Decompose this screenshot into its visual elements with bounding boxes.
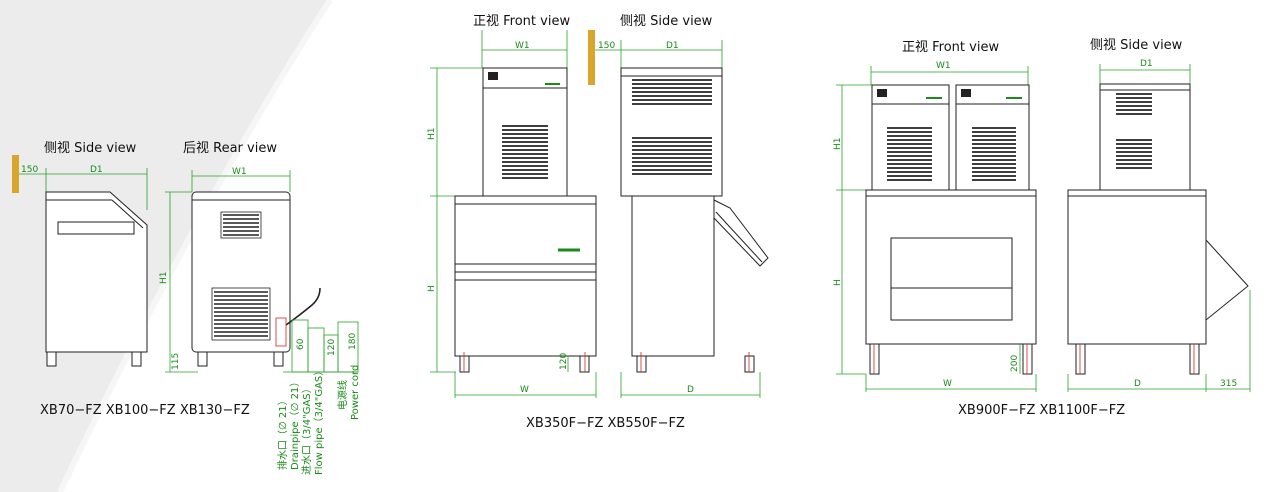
drain-cn-label: 排水口（∅ 21） [276, 395, 289, 470]
g2-120-dim: 120 [559, 353, 569, 370]
g2-w-dim: W [520, 385, 529, 395]
power-en-label: Power cord [350, 365, 361, 420]
group3-models: XB900F−FZ XB1100F−FZ [958, 403, 1125, 418]
front-top-unit-left [871, 84, 950, 191]
g3-w-dim: W [943, 379, 952, 389]
g2-d-dim: D [687, 385, 694, 395]
front-view-label-2: 正视 Front view [473, 14, 570, 29]
side-bin-leg-left [636, 355, 647, 373]
power-cord [285, 287, 321, 326]
g3-h1-dim: H1 [833, 138, 843, 151]
side-view-label-1: 侧视 Side view [44, 141, 137, 156]
side-leg-right [131, 351, 142, 367]
rear-leg-left [197, 351, 208, 367]
control-panel-icon-left [877, 89, 887, 97]
side-storage-bin [631, 195, 715, 357]
pipe-connectors [275, 317, 287, 347]
g2-h-dim: H [427, 285, 437, 292]
front-view-label-3: 正视 Front view [902, 40, 999, 55]
group1-small-models: 侧视 Side view 后视 Rear view 150 D1 W1 [12, 141, 361, 475]
group3-large-models: 正视 Front view 侧视 Side view W1 D1 H1 H [833, 38, 1251, 418]
side-unit-panel [57, 221, 135, 235]
large-side-top-unit [1099, 83, 1191, 191]
rear-leg-right [273, 351, 284, 367]
g1-60-dim: 60 [296, 338, 306, 350]
large-side-bin-door [1205, 238, 1249, 322]
group1-models: XB70−FZ XB100−FZ XB130−FZ [40, 403, 250, 418]
front-leg-right [579, 355, 590, 373]
side-top-vent-2 [632, 137, 712, 175]
side-view-label-2: 侧视 Side view [620, 14, 713, 29]
g3-w1-dim: W1 [936, 61, 951, 71]
wall-hatch-2 [588, 30, 595, 85]
side-view-label-3: 侧视 Side view [1090, 38, 1183, 53]
g2-wall-dim: 150 [598, 41, 615, 51]
side-leg-left [46, 351, 57, 367]
group2-medium-models: 正视 Front view 侧视 Side view W1 150 D1 H1 … [427, 14, 769, 431]
g3-h-dim: H [833, 279, 843, 286]
front-storage-bin [454, 195, 597, 357]
group2-models: XB350F−FZ XB550F−FZ [526, 416, 685, 431]
large-side-leg-right [1189, 343, 1200, 375]
front-large-bin-door [890, 237, 1013, 321]
front-leg-left [459, 355, 470, 373]
rear-view-label: 后视 Rear view [183, 141, 277, 156]
g1-wall-dim: 150 [21, 165, 38, 175]
g2-h1-dim: H1 [427, 128, 437, 141]
g1-180-dim: 180 [348, 333, 358, 350]
front-top-unit [482, 67, 568, 197]
g3-d-dim: D [1134, 379, 1141, 389]
power-cn-label: 电源线 [336, 380, 349, 410]
flow-en-label: Flow pipe（3/4"GAS） [313, 366, 325, 475]
g3-315-dim: 315 [1220, 379, 1237, 389]
front-top-vent [502, 125, 548, 179]
drain-en-label: Drainpipe（∅ 21） [289, 377, 301, 470]
control-panel-icon-right [961, 89, 971, 97]
flow-cn-label: 进水口（3/4"GAS） [301, 383, 313, 475]
rear-vent-top [220, 211, 262, 239]
pipe-dim-boxes [283, 319, 359, 373]
side-bin-leg-right [744, 355, 755, 373]
large-side-vent-2 [1116, 139, 1152, 169]
rear-vent-bottom [211, 287, 271, 341]
g1-w-dim: W1 [232, 167, 247, 177]
large-side-vent-1 [1116, 93, 1152, 115]
front-vent-left [887, 127, 932, 181]
large-side-bin [1067, 189, 1207, 345]
front-large-bin [865, 189, 1037, 345]
large-front-leg-left [869, 343, 880, 375]
side-top-vent-1 [632, 79, 712, 105]
control-panel-icon [488, 72, 498, 80]
g2-d1-dim: D1 [666, 41, 679, 51]
background-swoosh [0, 0, 330, 492]
g1-h-dim: H1 [159, 272, 169, 285]
large-side-leg-left [1075, 343, 1086, 375]
front-top-unit-right [955, 84, 1030, 191]
side-bin-door [713, 199, 769, 267]
g1-d-dim: D1 [90, 165, 103, 175]
g3-d1-dim: D1 [1140, 59, 1153, 69]
wall-hatch-1 [12, 155, 19, 193]
g2-w1-dim: W1 [515, 41, 530, 51]
g3-200-dim: 200 [1010, 355, 1020, 372]
g1-foot-dim: 115 [171, 353, 181, 370]
front-vent-right [972, 127, 1016, 181]
large-front-leg-right [1022, 343, 1033, 375]
g1-120-dim: 120 [327, 339, 337, 356]
side-unit-body [45, 191, 148, 353]
